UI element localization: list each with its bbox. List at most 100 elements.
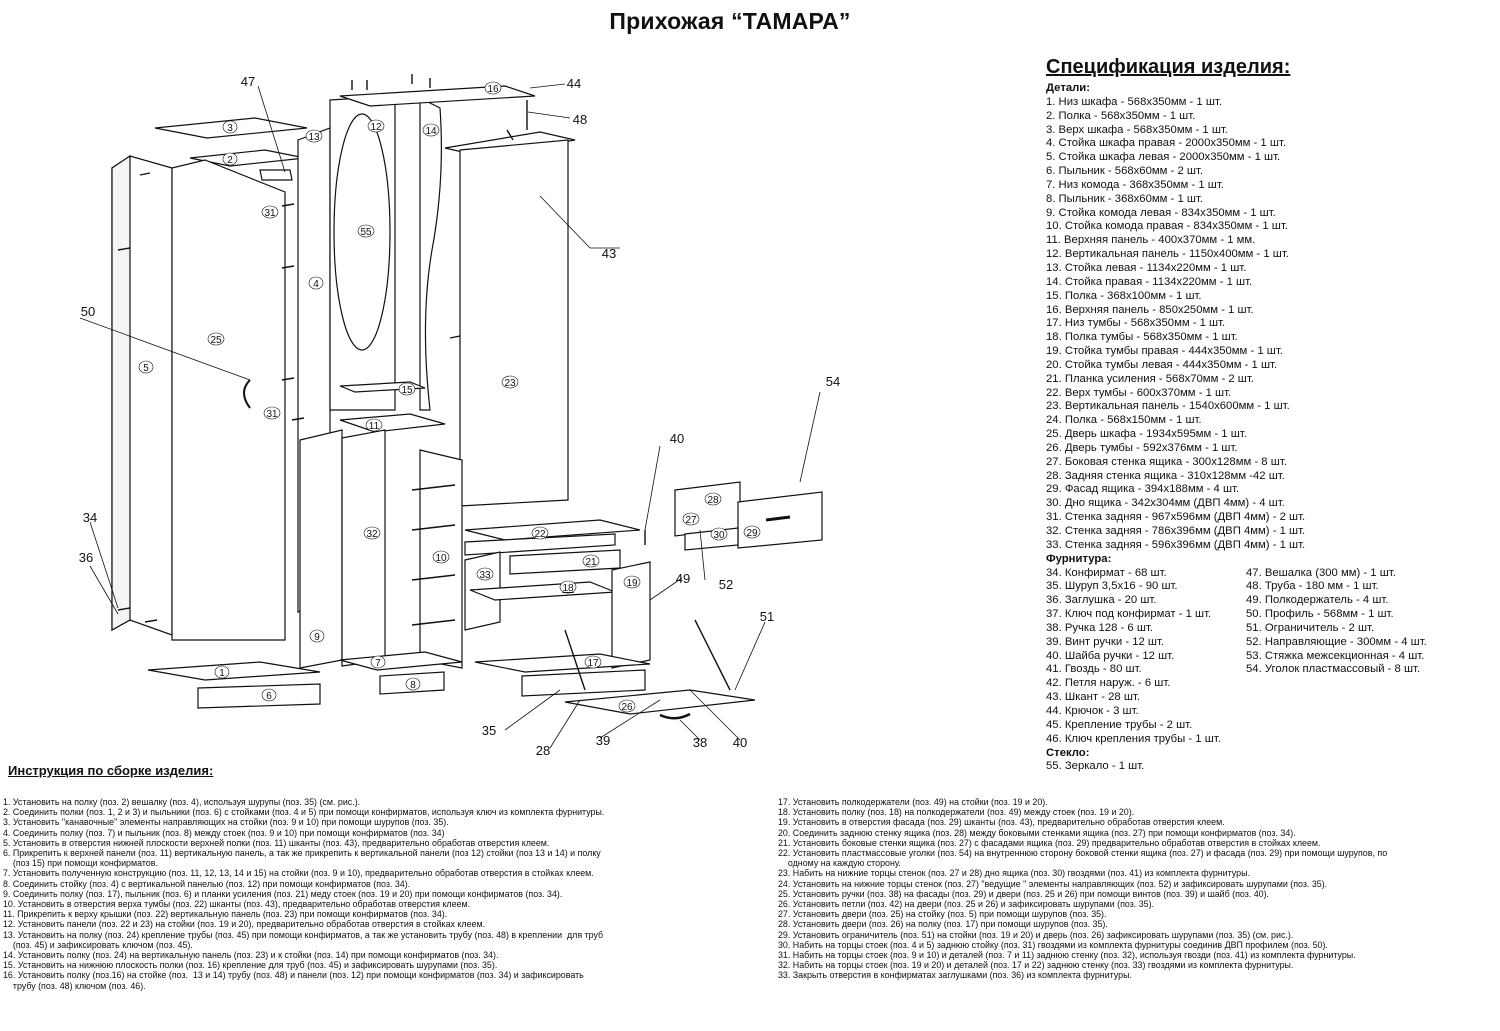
- part-label-19: 19: [623, 575, 641, 589]
- instruction-step: 23. Набить на нижние торцы стенок (поз. …: [778, 868, 1250, 879]
- part-label-3: 3: [222, 120, 238, 134]
- detail-item: 31. Стенка задняя - 967х596мм (ДВП 4мм) …: [1046, 511, 1306, 524]
- instruction-step: 13. Установить на полку (поз. 24) крепле…: [3, 929, 604, 950]
- part-panel-11: [339, 413, 446, 433]
- part-label-4: 4: [308, 276, 324, 290]
- part-top-panel: [339, 85, 536, 107]
- hardware-item: 50. Профиль - 568мм - 1 шт.: [1246, 608, 1394, 621]
- instruction-step: 11. Прикрепить к верху крышки (поз. 22) …: [3, 909, 448, 920]
- part-label-11: 11: [365, 418, 383, 432]
- svg-text:23: 23: [504, 378, 516, 389]
- svg-text:29: 29: [746, 528, 758, 539]
- detail-item: 24. Полка - 568х150мм - 1 шт.: [1046, 414, 1202, 427]
- hardware-item: 39. Винт ручки - 12 шт.: [1046, 635, 1165, 648]
- svg-text:25: 25: [210, 335, 222, 346]
- callout-51: 51: [760, 609, 774, 624]
- detail-item: 21. Планка усиления - 568х70мм - 2 шт.: [1046, 372, 1254, 385]
- part-label-5: 5: [138, 360, 154, 374]
- hardware-item: 43. Шкант - 28 шт.: [1046, 691, 1140, 704]
- detail-item: 32. Стенка задняя - 786х396мм (ДВП 4мм) …: [1046, 525, 1306, 537]
- part-label-21: 21: [582, 554, 600, 568]
- part-label-31a: 31: [261, 205, 279, 219]
- detail-item: 4. Стойка шкафа правая - 2000х350мм - 1 …: [1046, 137, 1286, 150]
- hardware-item: 47. Вешалка (300 мм) - 1 шт.: [1246, 566, 1396, 579]
- part-label-30: 30: [710, 527, 728, 541]
- part-label-33: 33: [476, 567, 494, 581]
- svg-text:5: 5: [143, 363, 149, 374]
- spec-title: Спецификация изделия:: [1046, 56, 1291, 78]
- instruction-step: 15. Установить на нижнюю плоскость полки…: [3, 960, 498, 971]
- svg-text:27: 27: [685, 515, 697, 526]
- callout-38: 38: [693, 735, 707, 750]
- svg-text:14: 14: [425, 126, 437, 137]
- part-label-1: 1: [214, 665, 230, 679]
- hardware-list: 34. Конфирмат - 68 шт.35. Шуруп 3,5х16 -…: [1046, 567, 1496, 747]
- part-label-12: 12: [367, 119, 385, 133]
- detail-item: 16. Верхняя панель - 850х250мм - 1 шт.: [1046, 303, 1254, 316]
- part-label-16: 16: [484, 81, 502, 95]
- specification: Спецификация изделия: Детали: 1. Низ шка…: [1046, 56, 1496, 774]
- instruction-step: 6. Прикрепить к верхней панели (поз. 11)…: [3, 848, 601, 869]
- hardware-item: 38. Ручка 128 - 6 шт.: [1046, 621, 1153, 634]
- svg-text:3: 3: [227, 123, 233, 134]
- hardware-header: Фурнитура:: [1046, 552, 1112, 565]
- detail-item: 3. Верх шкафа - 568х350мм - 1 шт.: [1046, 123, 1228, 136]
- detail-item: 18. Полка тумбы - 568х350мм - 1 шт.: [1046, 331, 1238, 344]
- part-label-27: 27: [682, 512, 700, 526]
- part-curved-stand: [419, 97, 442, 411]
- svg-text:1: 1: [219, 668, 225, 679]
- detail-item: 23. Вертикальная панель - 1540х600мм - 1…: [1046, 400, 1290, 413]
- instruction-step: 3. Установить "канавочные" элементы напр…: [3, 817, 449, 828]
- part-commode-back: [341, 429, 386, 667]
- part-label-31b: 31: [263, 406, 281, 420]
- svg-text:17: 17: [587, 658, 599, 669]
- instruction-step: 12. Установить панели (поз. 22 и 23) на …: [3, 919, 486, 930]
- part-label-23: 23: [501, 375, 519, 389]
- detail-item: 11. Верхняя панель - 400х370мм - 1 мм.: [1046, 234, 1256, 247]
- svg-text:13: 13: [308, 132, 320, 143]
- hardware-item: 35. Шуруп 3,5х16 - 90 шт.: [1046, 580, 1178, 593]
- detail-item: 28. Задняя стенка ящика - 310х128мм -42 …: [1046, 469, 1285, 482]
- part-label-18: 18: [559, 580, 577, 594]
- hardware-item: 37. Ключ под конфирмат - 1 шт.: [1046, 608, 1212, 621]
- instruction-step: 24. Установить на нижние торцы стенок (п…: [778, 878, 1328, 889]
- instruction-step: 8. Соединить стойку (поз. 4) с вертикаль…: [3, 878, 411, 889]
- svg-text:55: 55: [360, 227, 372, 238]
- detail-item: 17. Низ тумбы - 568х350мм - 1 шт.: [1046, 317, 1226, 330]
- details-list: 1. Низ шкафа - 568х350мм - 1 шт.2. Полка…: [1046, 96, 1496, 553]
- detail-item: 14. Стойка правая - 1134х220мм - 1 шт.: [1046, 275, 1253, 288]
- part-label-29: 29: [743, 525, 761, 539]
- hardware-item: 52. Направляющие - 300мм - 4 шт.: [1246, 635, 1427, 648]
- part-label-15: 15: [398, 382, 416, 396]
- instruction-step: 30. Набить на торцы стоек (поз. 4 и 5) з…: [778, 939, 1328, 950]
- instruction-step: 20. Соединить заднюю стенку ящика (поз. …: [778, 827, 1296, 838]
- hardware-item: 53. Стяжка межсекционная - 4 шт.: [1246, 649, 1425, 662]
- svg-text:11: 11: [369, 421, 380, 432]
- instructions-right: 17. Установить полкодержатели (поз. 49) …: [778, 797, 1498, 981]
- detail-item: 7. Низ комода - 368х350мм - 1 шт.: [1046, 178, 1224, 191]
- part-label-17: 17: [584, 655, 602, 669]
- detail-item: 15. Полка - 368х100мм - 1 шт.: [1046, 289, 1202, 302]
- part-label-8: 8: [405, 677, 421, 691]
- hardware-item: 40. Шайба ручки - 12 шт.: [1046, 649, 1175, 662]
- svg-text:21: 21: [585, 557, 597, 568]
- callout-43: 40: [670, 431, 684, 446]
- instruction-step: 2. Соединить полки (поз. 1, 2 и 3) и пыл…: [3, 807, 605, 818]
- instruction-step: 22. Установить пластмассовые уголки (поз…: [778, 848, 1388, 869]
- callout-52: 52: [719, 577, 733, 592]
- detail-item: 19. Стойка тумбы правая - 444х350мм - 1 …: [1046, 345, 1283, 358]
- detail-item: 10. Стойка комода правая - 834х350мм - 1…: [1046, 220, 1288, 233]
- svg-text:26: 26: [621, 702, 633, 713]
- hardware-item: 48. Труба - 180 мм - 1 шт.: [1246, 580, 1379, 593]
- callout-44: 43: [602, 246, 616, 261]
- svg-text:33: 33: [479, 570, 491, 581]
- instruction-step: 5. Установить в отверстия нижней плоскос…: [3, 837, 550, 848]
- svg-text:31: 31: [266, 409, 278, 420]
- detail-item: 26. Дверь тумбы - 592х376мм - 1 шт.: [1046, 441, 1238, 454]
- svg-text:22: 22: [534, 529, 546, 540]
- instruction-step: 19. Установить в отверстия фасада (поз. …: [778, 817, 1225, 828]
- instruction-step: 18. Установить полку (поз. 18) на полкод…: [778, 807, 1135, 818]
- svg-text:18: 18: [562, 583, 574, 594]
- hardware-item: 34. Конфирмат - 68 шт.: [1046, 566, 1167, 579]
- hardware-item: 51. Ограничитель - 2 шт.: [1246, 621, 1375, 634]
